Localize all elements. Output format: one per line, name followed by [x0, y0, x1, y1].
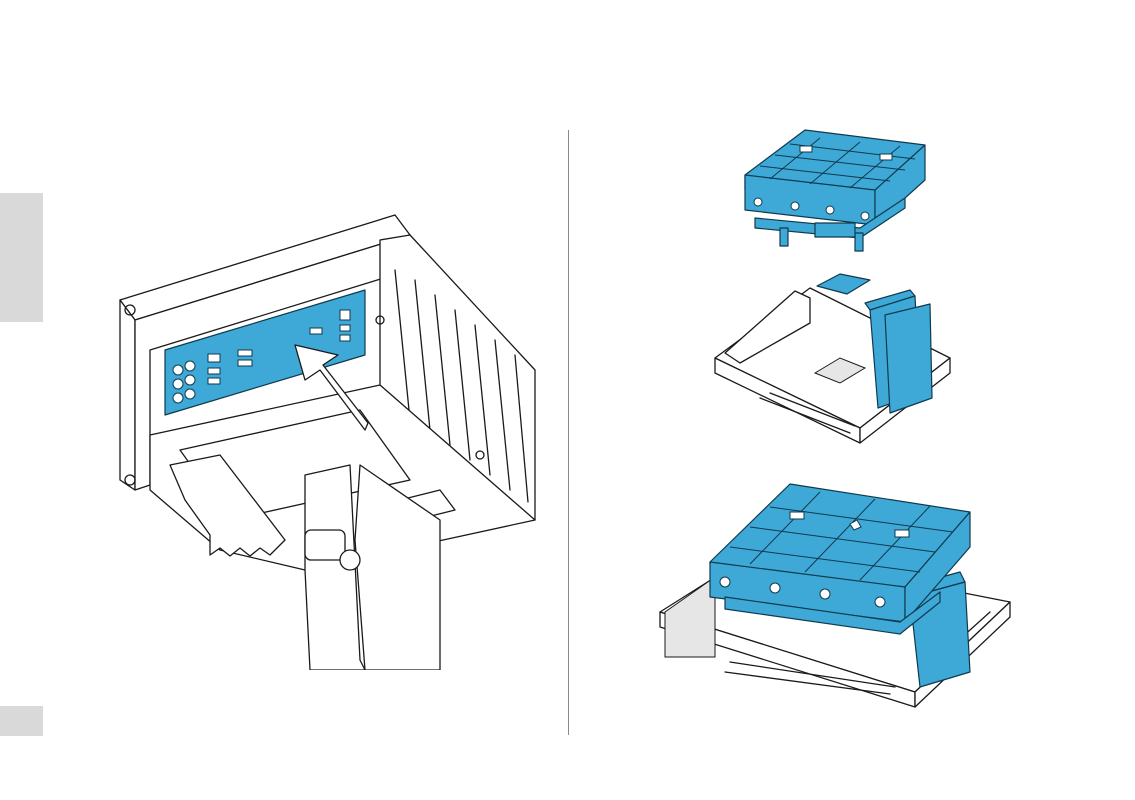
- cooler-exploded-illustration: [700, 128, 960, 448]
- section-tab-marker: [0, 193, 43, 322]
- io-shield-install-illustration: [110, 210, 540, 670]
- page-number-tab: [0, 706, 43, 736]
- column-divider: [568, 130, 569, 735]
- cooler-mounted-illustration: [655, 482, 1015, 722]
